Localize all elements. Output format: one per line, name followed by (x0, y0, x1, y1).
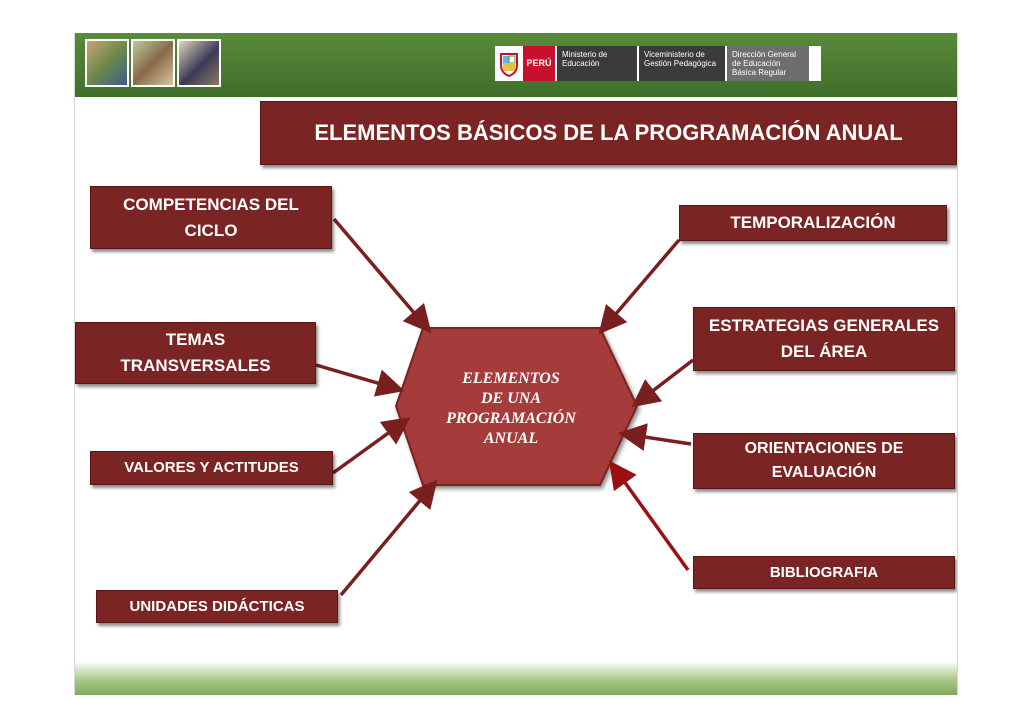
center-label: ELEMENTOS DE UNA PROGRAMACIÓN ANUAL (423, 369, 599, 449)
arrow-unidades (339, 479, 438, 597)
slide: PERÚ Ministerio de Educación Viceministe… (74, 33, 958, 695)
box-temporalizacion-label: TEMPORALIZACIÓN (730, 213, 896, 232)
center-label-line-3: PROGRAMACIÓN (446, 410, 576, 427)
box-estrategias-line-2: DEL ÁREA (780, 342, 868, 361)
coat-of-arms-icon (495, 46, 523, 81)
box-temas-line-1: TEMAS (165, 330, 226, 349)
arrow-estrategias (631, 358, 695, 408)
center-label-line-1: ELEMENTOS (462, 370, 560, 387)
box-valores-y-actitudes: VALORES Y ACTITUDES (90, 451, 333, 485)
center-label-line-4: ANUAL (483, 430, 539, 447)
arrow-temas (315, 363, 405, 397)
center-label-line-2: DE UNA (480, 390, 541, 407)
children-photo-icon (85, 39, 129, 87)
ministry-label: Ministerio de Educación (557, 46, 637, 81)
vice-ministry-label: Viceministerio de Gestión Pedagógica (639, 46, 725, 81)
direction-label: Dirección General de Educación Básica Re… (727, 46, 809, 81)
box-unidades-label: UNIDADES DIDÁCTICAS (129, 597, 305, 615)
arrow-bibliografia (608, 460, 690, 572)
box-orientaciones-line-2: EVALUACIÓN (771, 464, 877, 481)
box-bibliografia-label: BIBLIOGRAFIA (769, 563, 879, 581)
page-title: ELEMENTOS BÁSICOS DE LA PROGRAMACIÓN ANU… (260, 101, 957, 165)
box-competencias-line-2: CICLO (184, 220, 238, 240)
box-temporalizacion: TEMPORALIZACIÓN (679, 205, 947, 241)
peru-label: PERÚ (523, 46, 555, 81)
footer-bar (75, 661, 957, 695)
box-competencias-line-1: COMPETENCIAS DEL (123, 194, 299, 214)
diagram-arrows (315, 217, 695, 597)
box-temas-line-2: TRANSVERSALES (120, 356, 271, 375)
arrow-temporalizacion (598, 238, 681, 335)
classroom-photo-icon (131, 39, 175, 87)
box-orientaciones-de-evaluacion: ORIENTACIONES DE EVALUACIÓN (693, 433, 955, 489)
box-valores-label: VALORES Y ACTITUDES (124, 459, 299, 476)
box-estrategias-line-1: ESTRATEGIAS GENERALES (708, 316, 940, 335)
box-bibliografia: BIBLIOGRAFIA (693, 556, 955, 589)
box-unidades-didacticas: UNIDADES DIDÁCTICAS (96, 590, 338, 623)
arrow-valores (331, 416, 411, 475)
box-temas-transversales: TEMAS TRANSVERSALES (75, 322, 316, 384)
box-competencias-del-ciclo: COMPETENCIAS DEL CICLO (90, 186, 332, 249)
students-photo-icon (177, 39, 221, 87)
arrow-orientaciones (618, 423, 692, 451)
arrow-competencias (332, 217, 432, 334)
box-orientaciones-line-1: ORIENTACIONES DE (744, 440, 904, 457)
header-bar: PERÚ Ministerio de Educación Viceministe… (75, 33, 957, 97)
box-estrategias-generales: ESTRATEGIAS GENERALES DEL ÁREA (693, 307, 955, 371)
ministry-logo: PERÚ Ministerio de Educación Viceministe… (495, 46, 821, 81)
